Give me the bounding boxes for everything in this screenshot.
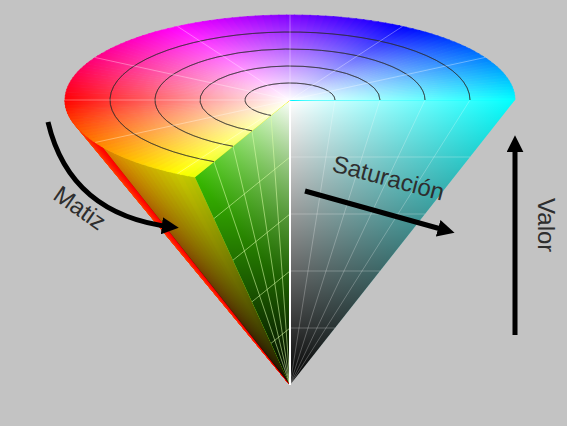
- hue-spoke: [290, 58, 485, 100]
- cyan-face: [290, 100, 515, 385]
- face-grid: [233, 146, 290, 385]
- hue-spoke: [95, 100, 290, 143]
- value-shade: [290, 100, 515, 385]
- value-label: Valor: [533, 198, 559, 252]
- value-arrow: [513, 142, 518, 335]
- axis-arrows: [48, 122, 515, 335]
- face-grid: [290, 328, 335, 329]
- face-grid: [252, 131, 290, 385]
- face-grid: [271, 328, 290, 343]
- face-grid: [252, 271, 290, 302]
- face-grid: [233, 214, 290, 260]
- hue-label: Matiz: [49, 181, 111, 236]
- cut-edge: [289, 100, 291, 385]
- saturation-shade: [65, 15, 515, 177]
- face-grid: [214, 157, 290, 219]
- hue-spoke: [178, 100, 291, 174]
- hue-spoke: [95, 58, 290, 100]
- face-grid: [214, 162, 290, 385]
- hue-spoke: [178, 26, 291, 100]
- hue-disc: [65, 15, 515, 177]
- face-grid: [290, 271, 380, 272]
- cone-body: [65, 15, 515, 385]
- face-grid: [290, 100, 380, 385]
- hue-spoke: [290, 26, 403, 100]
- face-grid: [290, 157, 470, 158]
- face-grid: [290, 100, 425, 385]
- hue-spoke: [290, 15, 291, 100]
- face-grid: [290, 214, 425, 215]
- hue-spoke: [65, 100, 290, 101]
- face-grid: [290, 100, 470, 385]
- face-grid: [290, 100, 335, 385]
